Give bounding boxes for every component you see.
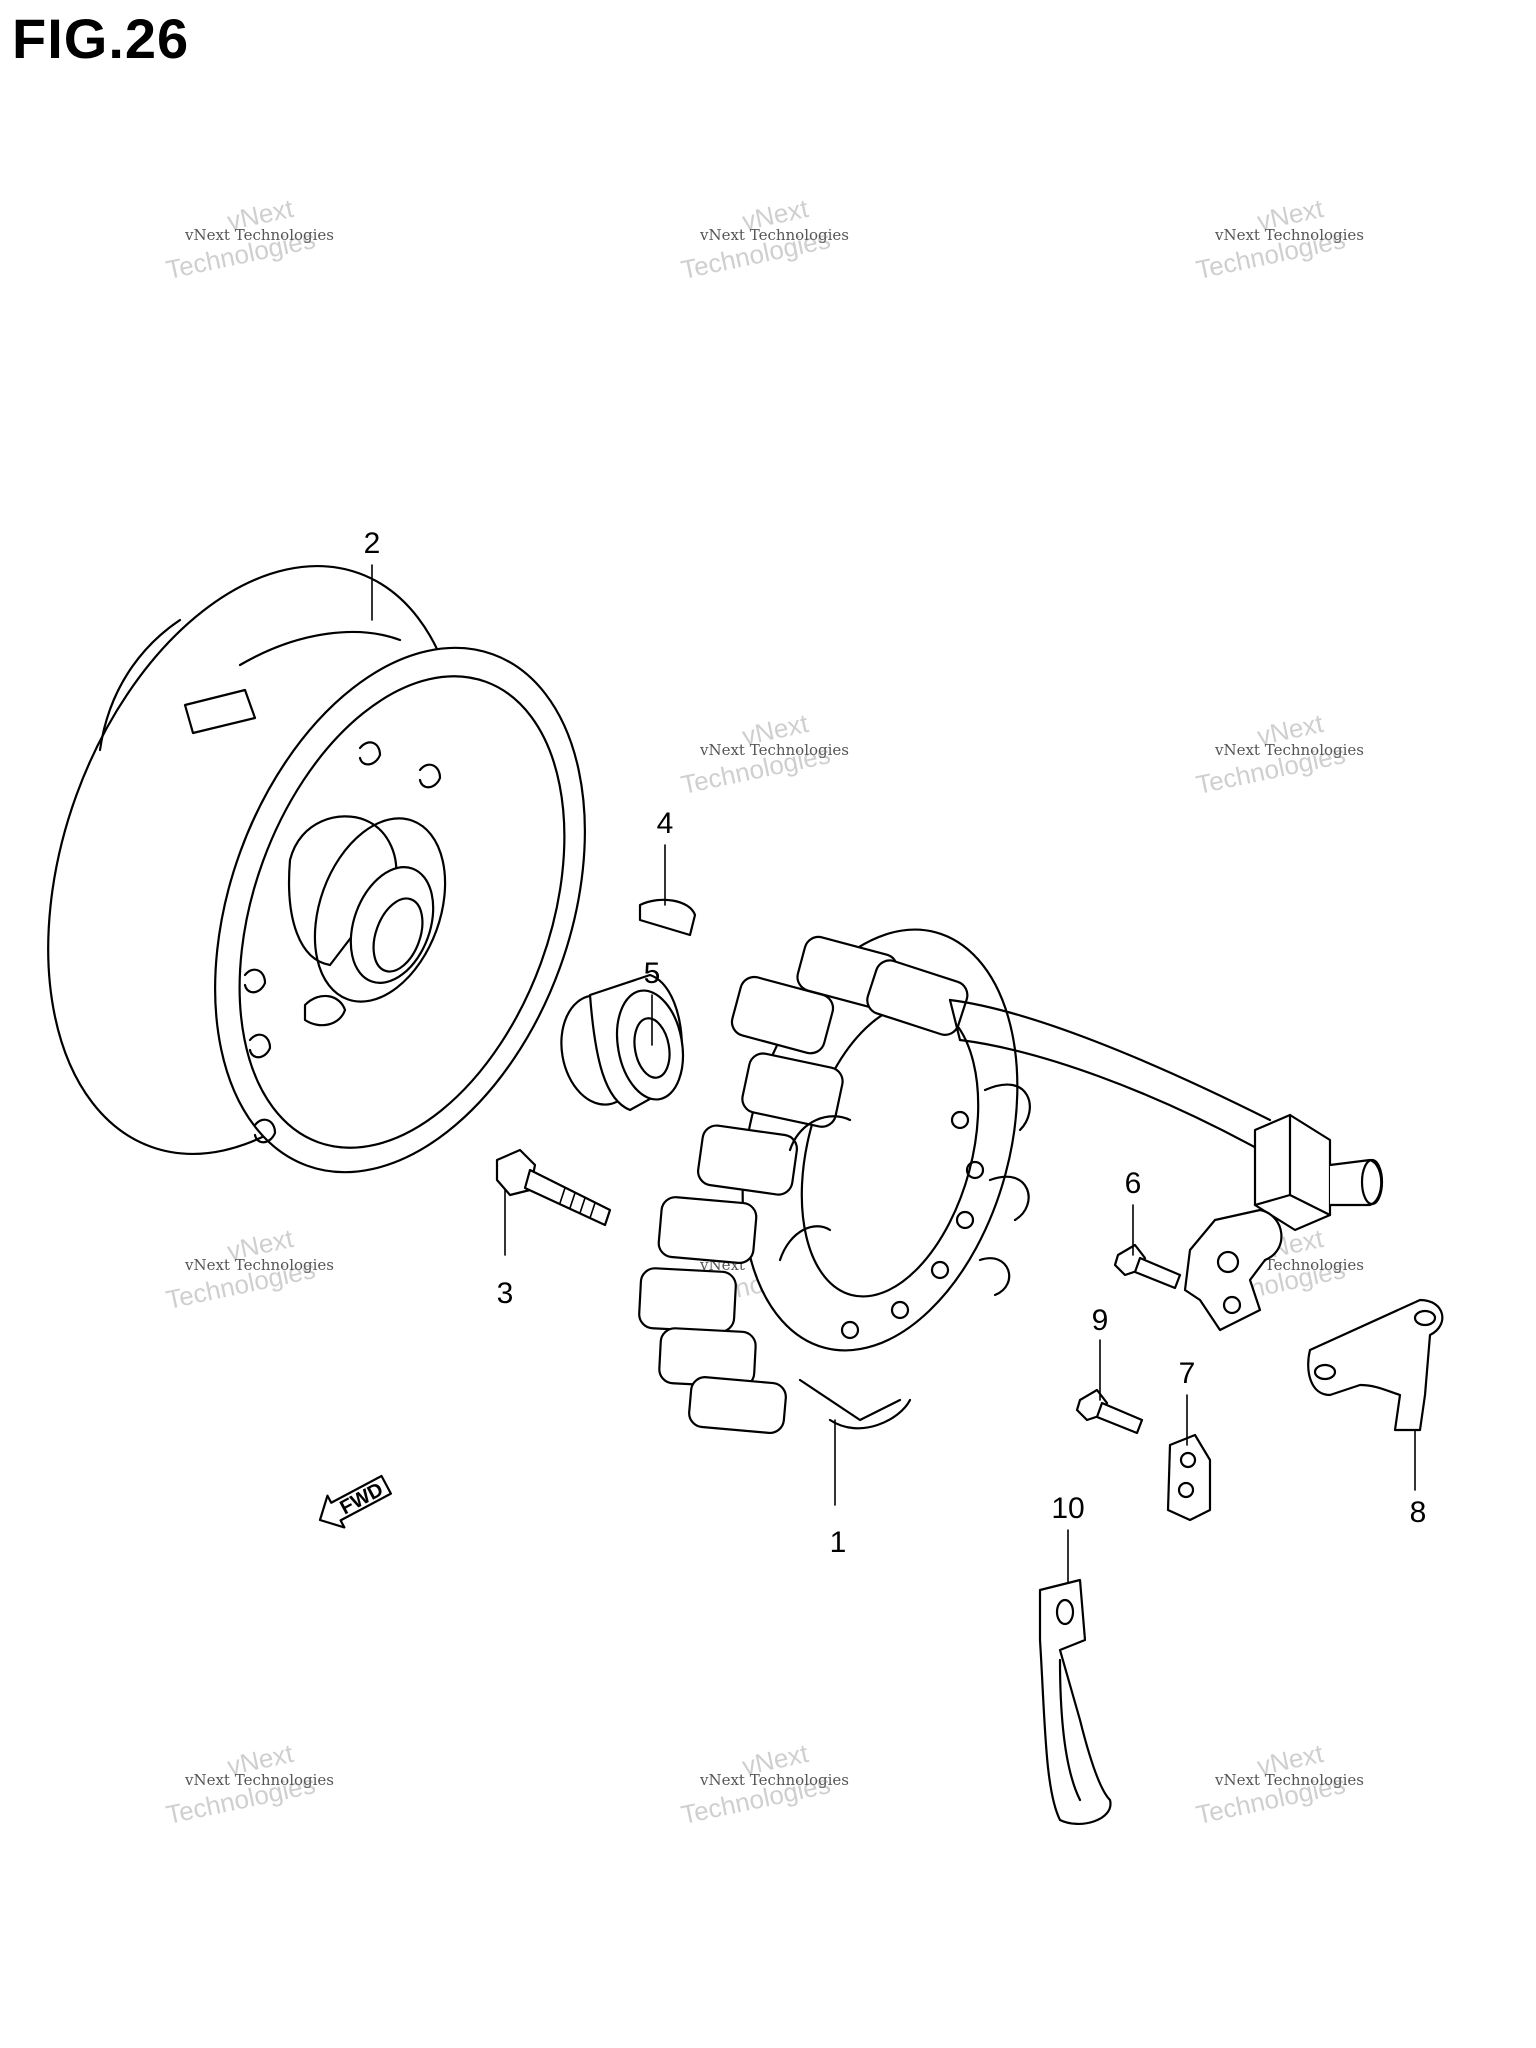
callout-2: 2 [364,527,381,560]
callout-7: 7 [1179,1357,1196,1390]
fwd-arrow-icon: FWD [318,1474,393,1529]
watermark-text: vNext Technologies [699,226,849,244]
stator-part [638,928,1384,1435]
leader-lines [371,564,1416,1583]
bracket-part [1307,1298,1444,1432]
watermark: Technologies vNext vNext Technologies [678,1738,849,1830]
rotor-part [47,565,586,1174]
watermark: Technologies vNext vNext Technologies [163,1223,334,1315]
watermark-text: vNext Technologies [699,1771,849,1789]
watermark: Technologies vNext vNext Technologies [678,708,849,800]
watermark: Technologies vNext vNext Technologies [163,1738,334,1830]
callout-3: 3 [497,1277,514,1310]
screw-part [1075,1388,1144,1435]
watermark: Technologies vNext vNext Technologies [678,193,849,285]
callouts: 1 2 3 4 5 6 7 8 9 10 [364,527,1427,1559]
clamp-part [1166,1433,1212,1522]
watermark-text: vNext Technologies [184,226,334,244]
callout-6: 6 [1125,1167,1142,1200]
watermark-text: vNext Technologies [184,1256,334,1274]
watermark-text: vNext Technologies [1214,1771,1364,1789]
callout-5: 5 [644,957,661,990]
watermark-text: vNext Technologies [184,1771,334,1789]
figure-title: FIG.26 [12,7,190,70]
watermark: Technologies vNext vNext Technologies [1193,708,1364,800]
watermark: Technologies vNext vNext Technologies [1193,1738,1364,1830]
callout-1: 1 [830,1526,847,1559]
watermark-text: vNext Technologies [1214,226,1364,244]
screw-part [1113,1243,1182,1290]
watermark-text: vNext Technologies [699,741,849,759]
watermark: Technologies vNext vNext Technologies [163,193,334,285]
key-part [638,898,697,937]
bushing-part [560,973,685,1112]
strap-part [1038,1578,1112,1825]
callout-10: 10 [1051,1492,1084,1525]
bolt-part [495,1148,612,1227]
watermark: Technologies vNext vNext Technologies [1193,193,1364,285]
callout-8: 8 [1410,1496,1427,1529]
fwd-label: FWD [336,1479,387,1520]
callout-9: 9 [1092,1304,1109,1337]
callout-4: 4 [657,807,674,840]
watermark-text: vNext Technologies [1214,741,1364,759]
